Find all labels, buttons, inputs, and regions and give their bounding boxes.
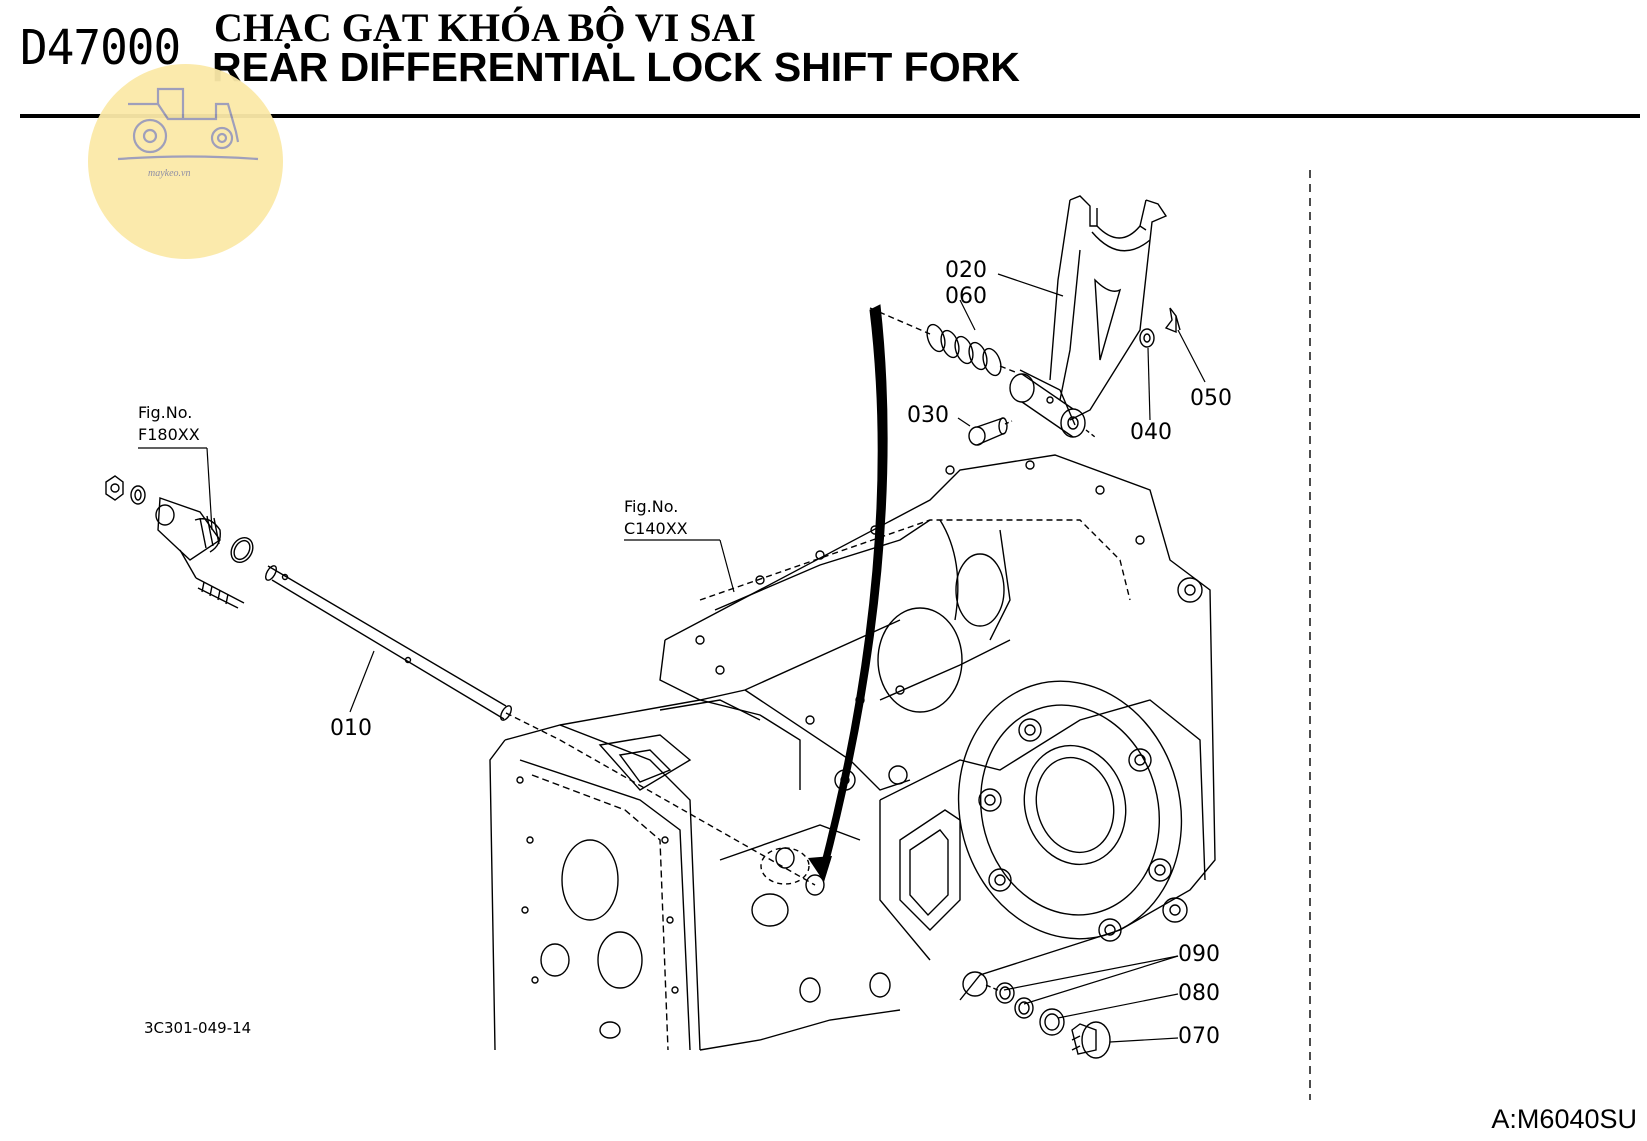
figure-ref-number: F180XX bbox=[138, 425, 200, 444]
washer-080 bbox=[1039, 1008, 1065, 1036]
drawing-number: 3C301-049-14 bbox=[144, 1019, 252, 1037]
part-label-090[interactable]: 090 bbox=[1178, 942, 1220, 967]
figure-ref-label: Fig.No. bbox=[624, 497, 679, 516]
shifter-assembly-f180xx bbox=[105, 475, 254, 609]
header-rule bbox=[20, 114, 1640, 118]
page-title-vietnamese: CHẠC GẠT KHÓA BỘ VI SAI bbox=[214, 5, 756, 50]
part-label-050[interactable]: 050 bbox=[1190, 386, 1232, 411]
figure-ref-c140xx[interactable]: Fig.No. C140XX bbox=[624, 496, 688, 540]
washer-040 bbox=[1139, 328, 1155, 348]
figure-ref-label: Fig.No. bbox=[138, 403, 193, 422]
assembly-arrow-head bbox=[808, 856, 832, 882]
model-code: A:M6040SU bbox=[1491, 1104, 1637, 1134]
part-label-080[interactable]: 080 bbox=[1178, 981, 1220, 1006]
part-label-070[interactable]: 070 bbox=[1178, 1024, 1220, 1049]
leader-lines bbox=[138, 273, 1206, 1043]
snap-pin-050 bbox=[1164, 307, 1181, 334]
part-label-030[interactable]: 030 bbox=[907, 403, 949, 428]
page-title-english: REAR DIFFERENTIAL LOCK SHIFT FORK bbox=[212, 44, 1020, 90]
tractor-icon bbox=[117, 87, 259, 161]
part-label-010[interactable]: 010 bbox=[330, 716, 372, 741]
transmission-case bbox=[489, 454, 1216, 1051]
o-ring-090 bbox=[995, 982, 1034, 1019]
spring-060 bbox=[869, 307, 1016, 377]
watermark-logo: maykeo.vn bbox=[88, 64, 283, 259]
part-label-040[interactable]: 040 bbox=[1130, 420, 1172, 445]
figure-ref-number: C140XX bbox=[624, 519, 688, 538]
section-code: D47000 bbox=[20, 18, 181, 76]
part-label-020[interactable]: 020 bbox=[945, 258, 987, 283]
shift-shaft-010 bbox=[265, 565, 816, 886]
plug-070 bbox=[985, 984, 1111, 1059]
pin-030 bbox=[968, 417, 1013, 446]
figure-ref-f180xx[interactable]: Fig.No. F180XX bbox=[138, 402, 200, 446]
shift-fork-020 bbox=[1009, 195, 1168, 438]
watermark-text: maykeo.vn bbox=[148, 168, 191, 179]
part-label-060[interactable]: 060 bbox=[945, 284, 987, 309]
